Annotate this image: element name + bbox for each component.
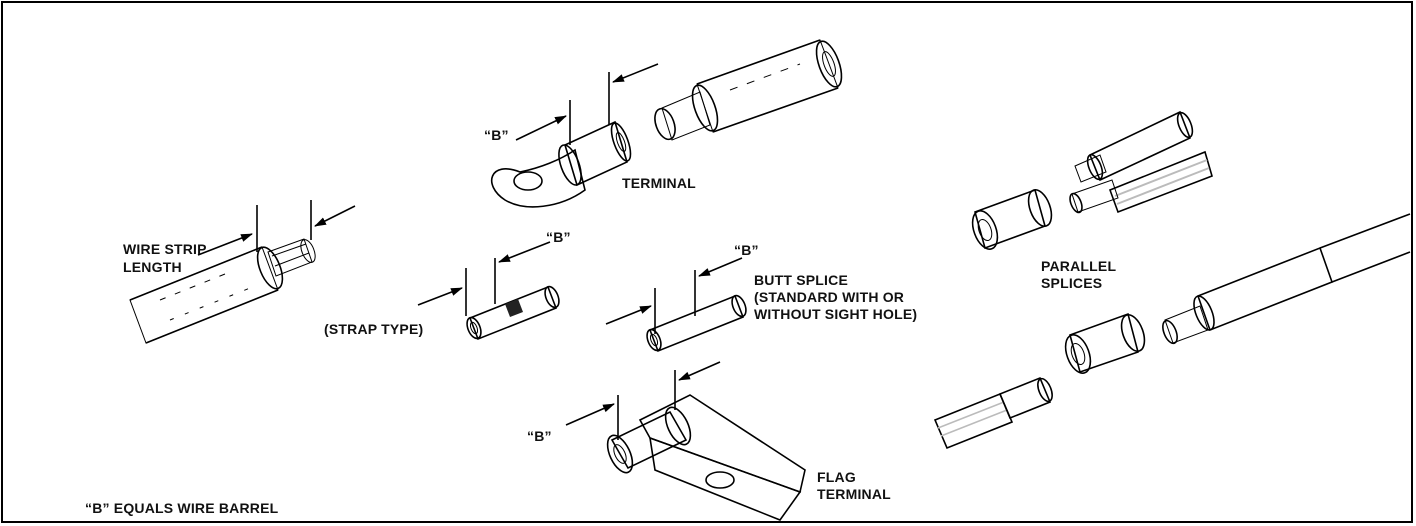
wire-strip-dimension (197, 200, 356, 256)
strap-dimension (417, 241, 551, 316)
wire-strip-label-line1: WIRE STRIP (123, 241, 207, 257)
butt-splice-label-line1: BUTT SPLICE (754, 272, 848, 288)
legend-wire-barrel: “B” EQUALS WIRE BARREL (85, 500, 279, 516)
butt-dimension (605, 257, 743, 334)
strap-splice (466, 285, 560, 341)
terminal-label: TERMINAL (622, 175, 696, 191)
butt-b-label: “B” (734, 242, 759, 258)
parallel-splices-label-line2: SPLICES (1041, 275, 1103, 291)
butt-splice-label-line3: WITHOUT SIGHT HOLE) (754, 306, 918, 322)
butt-splice (646, 294, 747, 353)
strap-type-label: (STRAP TYPE) (324, 321, 424, 337)
strap-b-label: “B” (546, 229, 571, 245)
ring-terminal (490, 120, 632, 208)
flag-terminal-label-line1: FLAG (817, 469, 856, 485)
wire-strip-label-line2: LENGTH (123, 259, 182, 275)
terminal-dimension (515, 63, 659, 145)
flag-b-label: “B” (527, 428, 552, 444)
parallel-wires-upper (1069, 110, 1213, 214)
butt-splice-label-line2: (STANDARD WITH OR (754, 289, 905, 305)
parallel-splice-lower (1064, 312, 1146, 374)
lower-left-wire (933, 376, 1053, 450)
terminal-wire (654, 39, 843, 141)
flag-dimension (565, 361, 721, 440)
stripped-wire (129, 238, 316, 344)
parallel-splices-label-line1: PARALLEL (1041, 258, 1117, 274)
terminal-b-label: “B” (484, 127, 509, 143)
flag-terminal (606, 394, 806, 521)
lower-right-wire (1162, 213, 1411, 345)
flag-terminal-label-line2: TERMINAL (817, 486, 891, 502)
parallel-splice-upper (971, 188, 1053, 250)
